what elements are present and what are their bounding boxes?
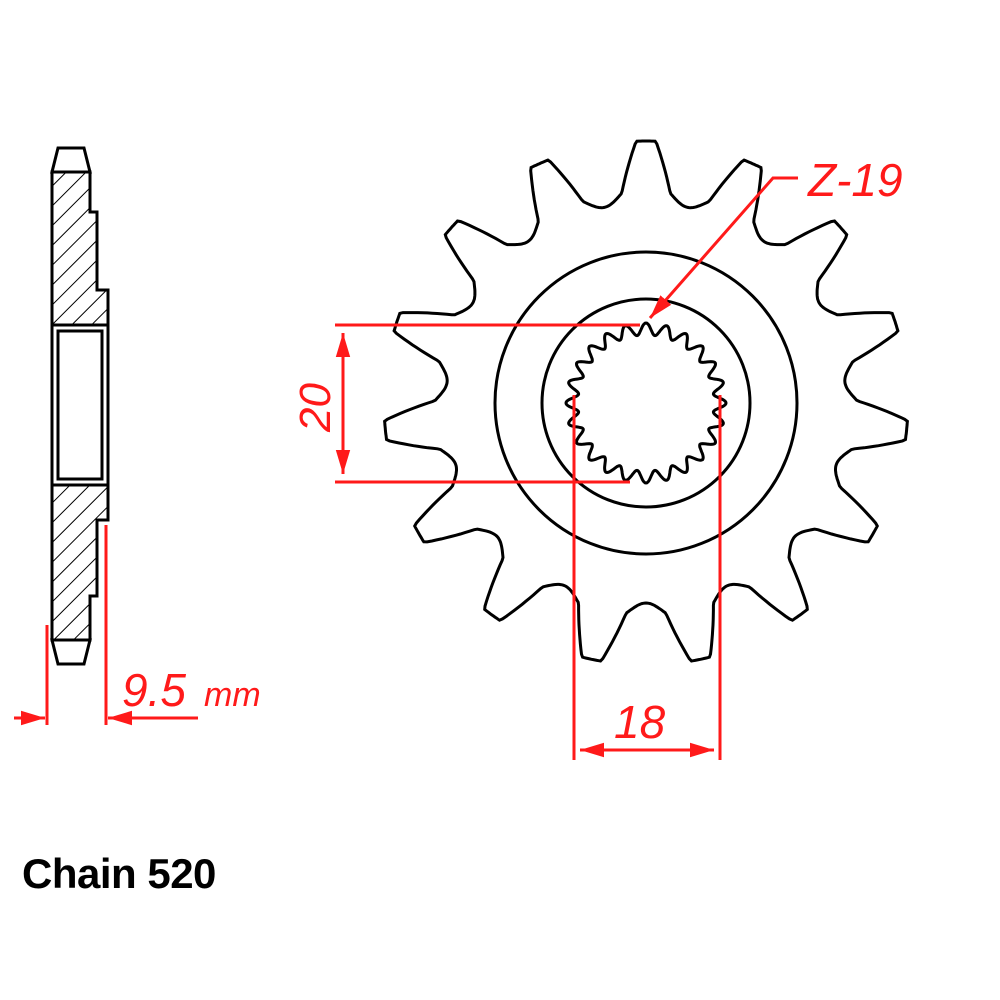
sprocket-front-view <box>383 139 909 663</box>
thickness-dimension <box>14 525 198 726</box>
inner-diameter-label: 20 <box>291 383 340 433</box>
tooth-count-label: Z-19 <box>807 154 903 206</box>
spline-width-label: 18 <box>614 696 666 748</box>
side-section-view <box>50 146 110 666</box>
thickness-unit: mm <box>204 676 261 714</box>
thickness-value: 9.5 <box>122 664 186 716</box>
chain-size-caption: Chain 520 <box>22 850 216 897</box>
front-dimensions <box>335 176 798 760</box>
